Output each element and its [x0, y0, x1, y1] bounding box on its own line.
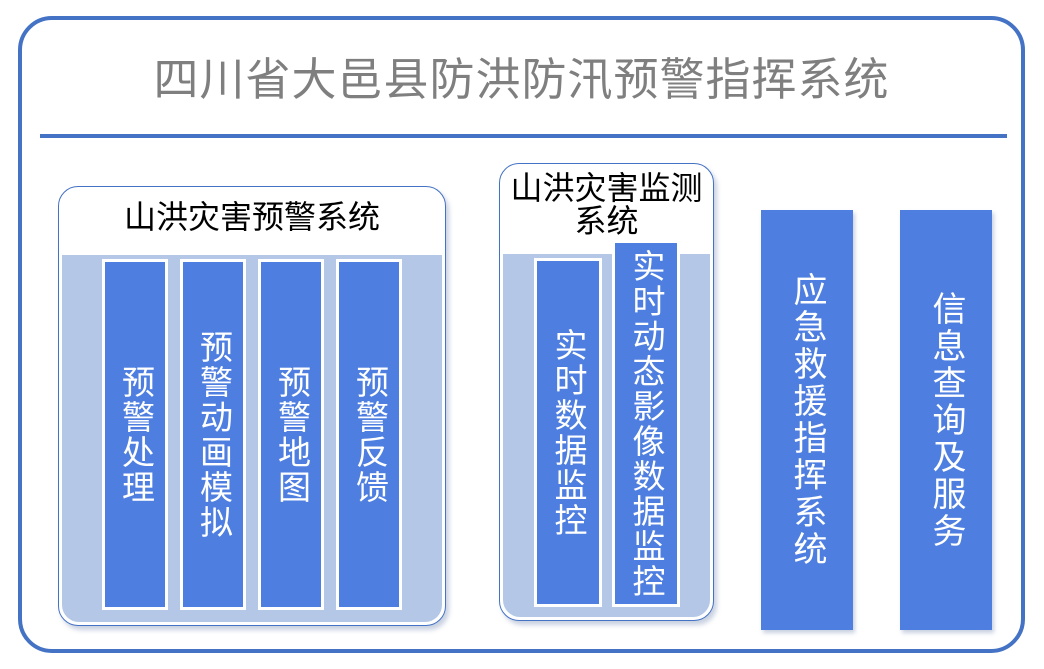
panel-warning-system-title: 山洪灾害预警系统	[123, 198, 380, 236]
title-bar: 四川省大邑县防洪防汛预警指挥系统	[22, 20, 1021, 138]
card-warning-processing-label: 预警处理	[116, 364, 156, 505]
card-warning-processing[interactable]: 预警处理	[102, 259, 168, 610]
card-realtime-data-monitoring[interactable]: 实时数据监控	[533, 258, 602, 607]
panel-monitor-system-body: 实时数据监控 实时动态影像数据监控	[503, 240, 710, 617]
bar-emergency-rescue-command-system[interactable]: 应急救援指挥系统	[761, 210, 853, 630]
card-realtime-data-monitoring-label: 实时数据监控	[548, 327, 588, 538]
bar-information-query-and-service[interactable]: 信息查询及服务	[900, 210, 992, 630]
bar-emergency-rescue-command-system-label: 应急救援指挥系统	[787, 272, 828, 568]
card-realtime-dynamic-image-data-monitoring-label: 实时动态影像数据监控	[626, 248, 666, 599]
card-warning-animation-simulation-label: 预警动画模拟	[194, 329, 234, 540]
system-diagram-frame: 四川省大邑县防洪防汛预警指挥系统 山洪灾害预警系统 预警处理 预警动画模拟 预警…	[18, 16, 1025, 653]
card-realtime-dynamic-image-data-monitoring[interactable]: 实时动态影像数据监控	[611, 240, 680, 607]
card-warning-feedback-label: 预警反馈	[350, 364, 390, 505]
card-warning-animation-simulation[interactable]: 预警动画模拟	[180, 259, 246, 610]
card-warning-map-label: 预警地图	[272, 364, 312, 505]
bar-information-query-and-service-label: 信息查询及服务	[926, 290, 967, 550]
panel-warning-system[interactable]: 山洪灾害预警系统 预警处理 预警动画模拟 预警地图 预警反馈	[58, 186, 446, 626]
page-title: 四川省大邑县防洪防汛预警指挥系统	[153, 52, 890, 106]
panel-monitor-system-title: 山洪灾害监测系统	[510, 169, 703, 240]
title-divider	[40, 134, 1007, 138]
panel-warning-system-body: 预警处理 预警动画模拟 预警地图 预警反馈	[62, 255, 442, 622]
panel-monitor-system[interactable]: 山洪灾害监测系统 实时数据监控 实时动态影像数据监控	[499, 163, 714, 621]
card-warning-map[interactable]: 预警地图	[258, 259, 324, 610]
card-warning-feedback[interactable]: 预警反馈	[336, 259, 402, 610]
